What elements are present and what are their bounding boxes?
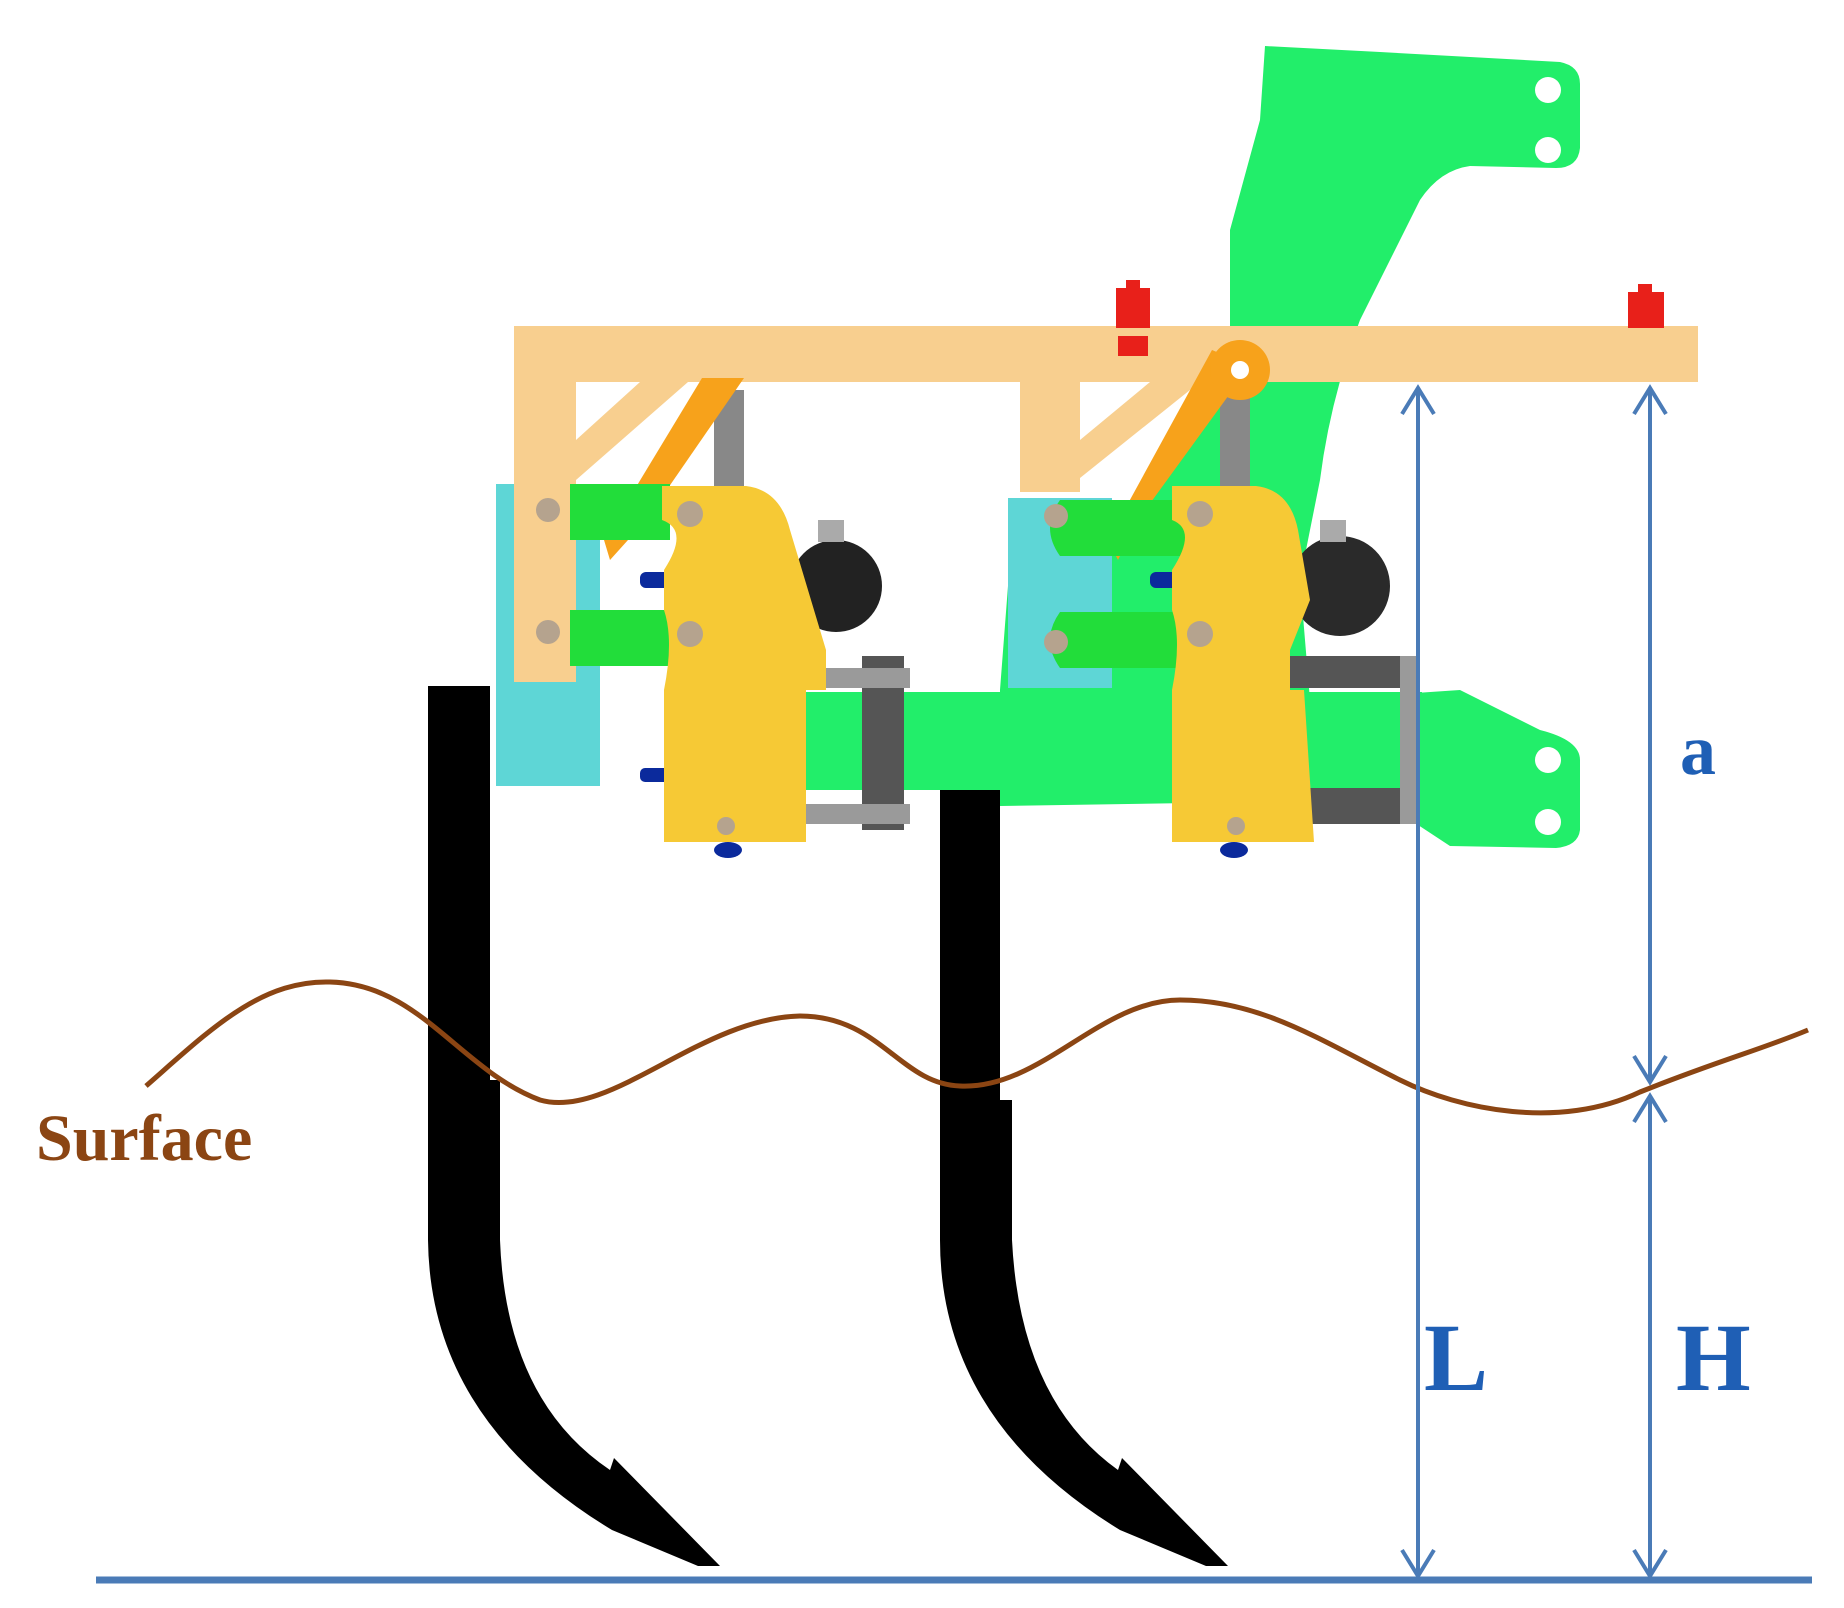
dimension-H — [1632, 1092, 1668, 1580]
shank-right — [940, 790, 1228, 1566]
hitch-hole-top-2 — [1535, 137, 1561, 163]
shank-bracket-left — [662, 486, 826, 842]
tool-frame — [514, 326, 1698, 682]
tool-frame-icon — [514, 326, 1698, 382]
parallel-links-left — [570, 484, 670, 666]
link-pin-right-top — [1044, 504, 1068, 528]
blue-pin-left-bottom — [640, 768, 670, 782]
dimension-a — [1632, 384, 1668, 1086]
shank-bracket-right — [1172, 486, 1314, 842]
frame-mid-post — [1020, 326, 1080, 492]
parallel-links-right — [1050, 500, 1190, 668]
hitch-hole-bottom-1 — [1535, 747, 1561, 773]
frame-brace-mid — [1080, 382, 1200, 478]
red-fitting-left — [1116, 280, 1150, 356]
dimension-label-L: L — [1424, 1304, 1488, 1411]
red-fitting-right — [1628, 284, 1664, 328]
blue-pin-left-foot — [714, 842, 742, 858]
dimension-L — [1400, 384, 1436, 1580]
pivot-pin-right — [1231, 361, 1249, 379]
link-pin-left-bottom — [536, 620, 560, 644]
hitch-hole-bottom-2 — [1535, 809, 1561, 835]
wheel-hub-left — [818, 520, 844, 542]
shank-icon — [428, 686, 720, 1566]
wheel-hub-right — [1320, 520, 1346, 542]
surface-label: Surface — [36, 1102, 252, 1175]
post-right — [1220, 396, 1250, 496]
link-pin-left-top — [536, 498, 560, 522]
blue-pin-right-foot — [1220, 842, 1248, 858]
surface-curve — [144, 979, 1809, 1116]
link-pin-right-bottom — [1044, 630, 1068, 654]
dimension-label-a: a — [1680, 710, 1716, 790]
dimension-label-H: H — [1676, 1304, 1751, 1411]
depth-wheel-right — [1290, 536, 1390, 636]
hitch-hole-top-1 — [1535, 77, 1561, 103]
frame-brace-left — [576, 382, 688, 480]
clamp-left — [800, 656, 910, 830]
